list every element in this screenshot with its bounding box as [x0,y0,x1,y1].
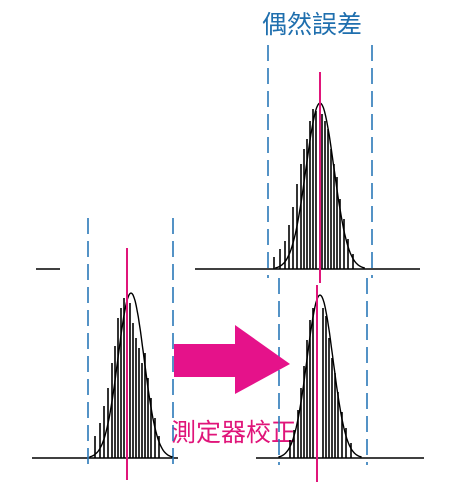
bell-curve [278,294,362,458]
bell-curve [89,292,173,458]
random-error-label: 偶然誤差 [262,10,362,39]
error-range-dashed-lines [87,45,373,465]
histogram-before-calibration [89,292,173,458]
center-lines [126,72,321,482]
histogram-after-calibration [278,294,362,458]
calibration-label: 測定器校正 [171,418,296,447]
histogram-random-error [273,102,365,269]
calibration-arrow [174,325,290,394]
